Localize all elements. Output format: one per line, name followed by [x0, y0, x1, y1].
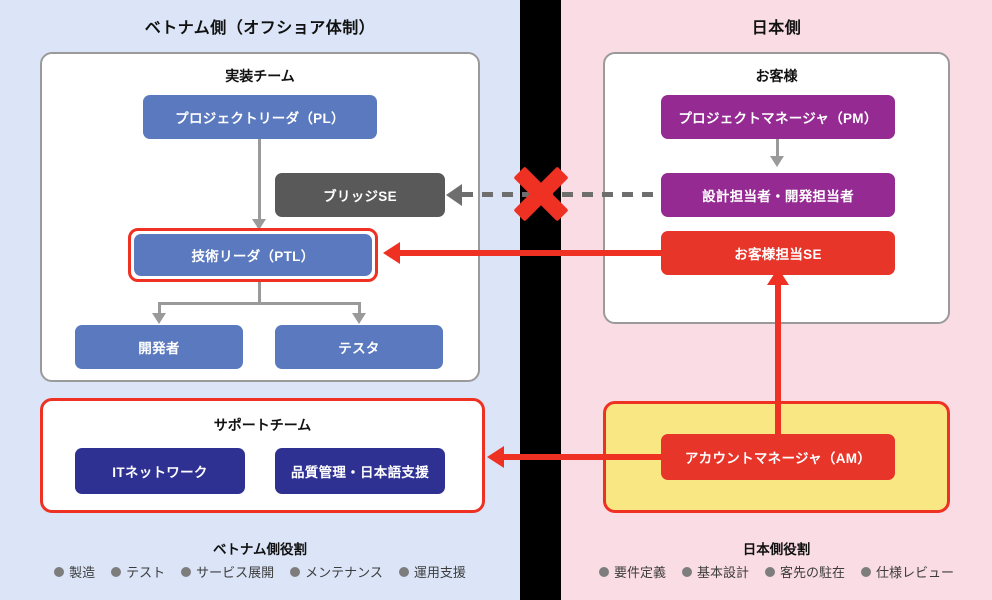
support-team-title: サポートチーム: [213, 417, 312, 433]
japan-side-title: 日本側: [751, 20, 802, 37]
vietnam-roles-title: ベトナム側役割: [212, 542, 308, 557]
node-account-manager[interactable]: アカウントマネージャ（AM）: [661, 434, 895, 480]
connector-am-to-support-team-arrowhead: [487, 446, 504, 468]
connector-customer-se-to-ptl-arrowhead: [383, 242, 400, 264]
node-bridge-se[interactable]: ブリッジSE: [275, 173, 445, 217]
role-item: テスト: [111, 562, 165, 581]
role-label: 要件定義: [613, 565, 666, 580]
role-label: サービス展開: [196, 565, 275, 580]
customer-group-title: お客様: [755, 68, 798, 84]
japan-roles-list: 要件定義 基本設計 客先の駐在 仕様レビュー: [571, 562, 982, 581]
bullet-icon: [765, 566, 775, 577]
connector-to-tester-arrowhead: [352, 313, 366, 324]
bullet-icon: [54, 566, 65, 577]
connector-designer-to-bridge-se-dashed: [462, 192, 661, 197]
connector-to-tester: [358, 302, 361, 316]
node-developer[interactable]: 開発者: [75, 325, 243, 369]
vietnam-side-title: ベトナム側（オフショア体制）: [144, 20, 376, 37]
connector-pm-to-designer-arrowhead: [770, 156, 784, 167]
bullet-icon: [681, 566, 692, 577]
node-designer-developer[interactable]: 設計担当者・開発担当者: [661, 173, 895, 217]
node-project-manager[interactable]: プロジェクトマネージャ（PM）: [661, 95, 895, 139]
connector-designer-to-bridge-se-arrowhead: [446, 184, 462, 206]
connector-to-developer: [158, 302, 161, 316]
connector-customer-se-to-ptl: [400, 250, 661, 256]
node-tester[interactable]: テスタ: [275, 325, 443, 369]
connector-am-to-customer-se-arrowhead: [767, 268, 789, 285]
connector-ptl-branch: [159, 302, 361, 305]
role-item: 要件定義: [598, 562, 666, 581]
role-item: 客先の駐在: [765, 562, 845, 581]
japan-roles-title: 日本側役割: [742, 542, 811, 557]
role-item: メンテナンス: [290, 562, 383, 581]
role-label: 客先の駐在: [780, 565, 846, 580]
connector-pl-to-ptl-arrowhead: [252, 219, 266, 230]
node-quality-japanese-support[interactable]: 品質管理・日本語支援: [275, 448, 445, 494]
node-technical-leader[interactable]: 技術リーダ（PTL）: [134, 234, 372, 276]
bullet-icon: [111, 566, 122, 577]
connector-to-developer-arrowhead: [152, 313, 166, 324]
role-label: 運用支援: [413, 565, 466, 580]
role-label: 製造: [69, 565, 96, 580]
bullet-icon: [181, 566, 192, 577]
role-item: 製造: [54, 562, 95, 581]
node-customer-se[interactable]: お客様担当SE: [661, 231, 895, 275]
connector-am-to-customer-se: [775, 283, 781, 434]
role-label: テスト: [126, 565, 166, 580]
implementation-team-title: 実装チーム: [225, 68, 295, 84]
role-item: 仕様レビュー: [861, 562, 954, 581]
node-it-network[interactable]: ITネットワーク: [75, 448, 245, 494]
connector-pl-to-ptl: [258, 139, 261, 223]
role-label: 仕様レビュー: [876, 565, 955, 580]
bullet-icon: [398, 566, 409, 577]
role-label: メンテナンス: [305, 565, 383, 580]
connector-ptl-trunk: [258, 282, 261, 304]
bullet-icon: [290, 566, 301, 577]
connector-am-to-support-team: [504, 454, 661, 460]
role-label: 基本設計: [696, 565, 749, 580]
bullet-icon: [598, 566, 609, 577]
role-item: 基本設計: [681, 562, 749, 581]
role-item: サービス展開: [181, 562, 274, 581]
bullet-icon: [861, 566, 872, 577]
role-item: 運用支援: [398, 562, 466, 581]
connector-pm-to-designer: [776, 139, 779, 159]
vietnam-roles-list: 製造 テスト サービス展開 メンテナンス 運用支援: [10, 562, 510, 581]
blocked-link-x-icon: [510, 163, 572, 225]
node-project-leader[interactable]: プロジェクトリーダ（PL）: [143, 95, 377, 139]
